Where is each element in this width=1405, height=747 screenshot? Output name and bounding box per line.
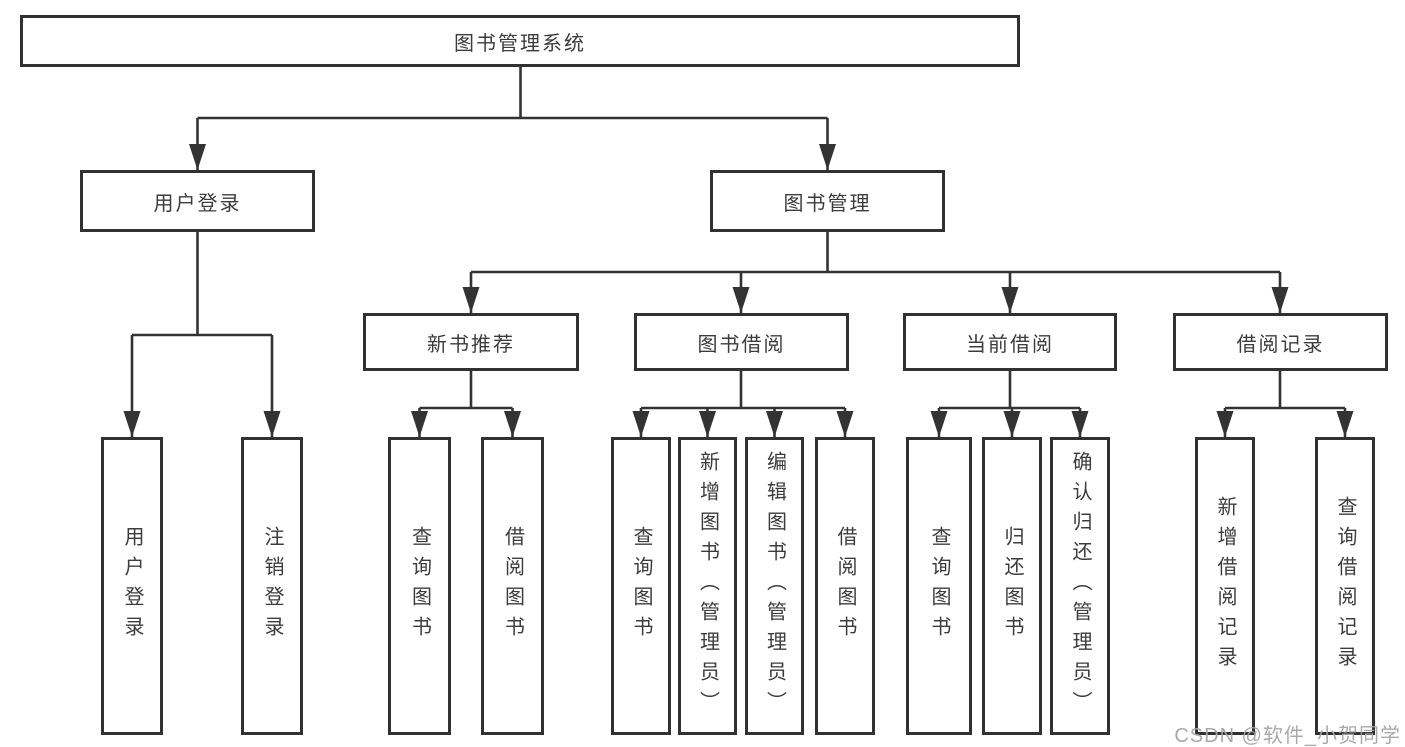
connector-borrow-record-split	[1223, 371, 1347, 437]
node-borrow-record: 借阅记录	[1173, 313, 1388, 371]
connector-root-split	[196, 67, 829, 170]
node-label: 查询图书	[928, 526, 950, 646]
arrow-down-icon	[263, 411, 281, 437]
arrow-down-icon	[836, 411, 854, 437]
node-leaf-add-borrow-record: 新增借阅记录	[1195, 437, 1255, 735]
node-leaf-user-login: 用户登录	[101, 437, 163, 735]
node-current-borrow: 当前借阅	[903, 313, 1117, 371]
arrow-down-icon	[819, 144, 836, 170]
node-label: 归还图书	[1001, 526, 1023, 646]
connector-book-mgmt-split	[469, 232, 1282, 313]
arrow-down-icon	[766, 411, 783, 437]
connector-new-book-split	[418, 371, 514, 437]
arrow-down-icon	[189, 144, 206, 170]
node-leaf-add-book-admin: 新增图书（管理员）	[678, 437, 737, 735]
node-leaf-borrow-books-1: 借阅图书	[481, 437, 544, 735]
node-label: 新增图书（管理员）	[696, 451, 719, 721]
arrow-down-icon	[930, 411, 948, 437]
node-leaf-edit-book-admin: 编辑图书（管理员）	[745, 437, 804, 735]
node-label: 查询图书	[630, 526, 652, 646]
arrow-down-icon	[1216, 411, 1234, 437]
arrow-down-icon	[732, 287, 750, 313]
node-leaf-borrow-books-2: 借阅图书	[815, 437, 875, 735]
arrow-down-icon	[1271, 287, 1289, 313]
arrow-down-icon	[1001, 287, 1019, 313]
node-leaf-query-books-2: 查询图书	[611, 437, 671, 735]
node-label: 借阅记录	[1236, 333, 1325, 356]
node-leaf-query-books-1: 查询图书	[388, 437, 451, 735]
arrow-down-icon	[462, 287, 480, 313]
node-leaf-query-books-3: 查询图书	[906, 437, 972, 735]
connector-user-login-split	[130, 232, 274, 437]
arrow-down-icon	[699, 411, 716, 437]
arrow-down-icon	[123, 411, 141, 437]
node-label: 图书管理系统	[454, 32, 586, 55]
node-root: 图书管理系统	[20, 15, 1020, 67]
node-book-management: 图书管理	[710, 170, 945, 232]
watermark: CSDN @软件_小贺同学	[1174, 725, 1401, 747]
node-label: 借阅图书	[501, 526, 524, 646]
connector-book-borrow-split	[639, 371, 847, 437]
node-label: 借阅图书	[834, 526, 856, 646]
node-leaf-query-borrow-record: 查询借阅记录	[1315, 437, 1375, 735]
arrow-down-icon	[632, 411, 650, 437]
node-label: 查询图书	[408, 526, 431, 646]
node-label: 图书借阅	[697, 333, 786, 356]
node-label: 新增借阅记录	[1214, 496, 1236, 676]
node-leaf-return-book: 归还图书	[982, 437, 1042, 735]
arrow-down-icon	[1071, 411, 1089, 437]
node-label: 当前借阅	[966, 333, 1054, 356]
arrow-down-icon	[411, 411, 428, 437]
node-label: 注销登录	[261, 526, 283, 646]
node-book-borrow: 图书借阅	[634, 313, 849, 371]
node-leaf-confirm-return-admin: 确认归还（管理员）	[1050, 437, 1110, 735]
arrowheads	[123, 144, 1354, 437]
node-label: 新书推荐	[427, 333, 515, 356]
node-label: 图书管理	[783, 192, 872, 215]
arrow-down-icon	[504, 411, 521, 437]
node-label: 用户登录	[153, 192, 242, 215]
node-label: 编辑图书（管理员）	[763, 451, 786, 721]
node-label: 查询借阅记录	[1334, 496, 1356, 676]
arrow-down-icon	[1003, 411, 1021, 437]
node-new-book-recommend: 新书推荐	[363, 313, 579, 371]
node-leaf-logout: 注销登录	[241, 437, 303, 735]
node-label: 用户登录	[121, 526, 143, 646]
node-user-login: 用户登录	[80, 170, 315, 232]
node-label: 确认归还（管理员）	[1069, 451, 1091, 721]
arrow-down-icon	[1336, 411, 1354, 437]
